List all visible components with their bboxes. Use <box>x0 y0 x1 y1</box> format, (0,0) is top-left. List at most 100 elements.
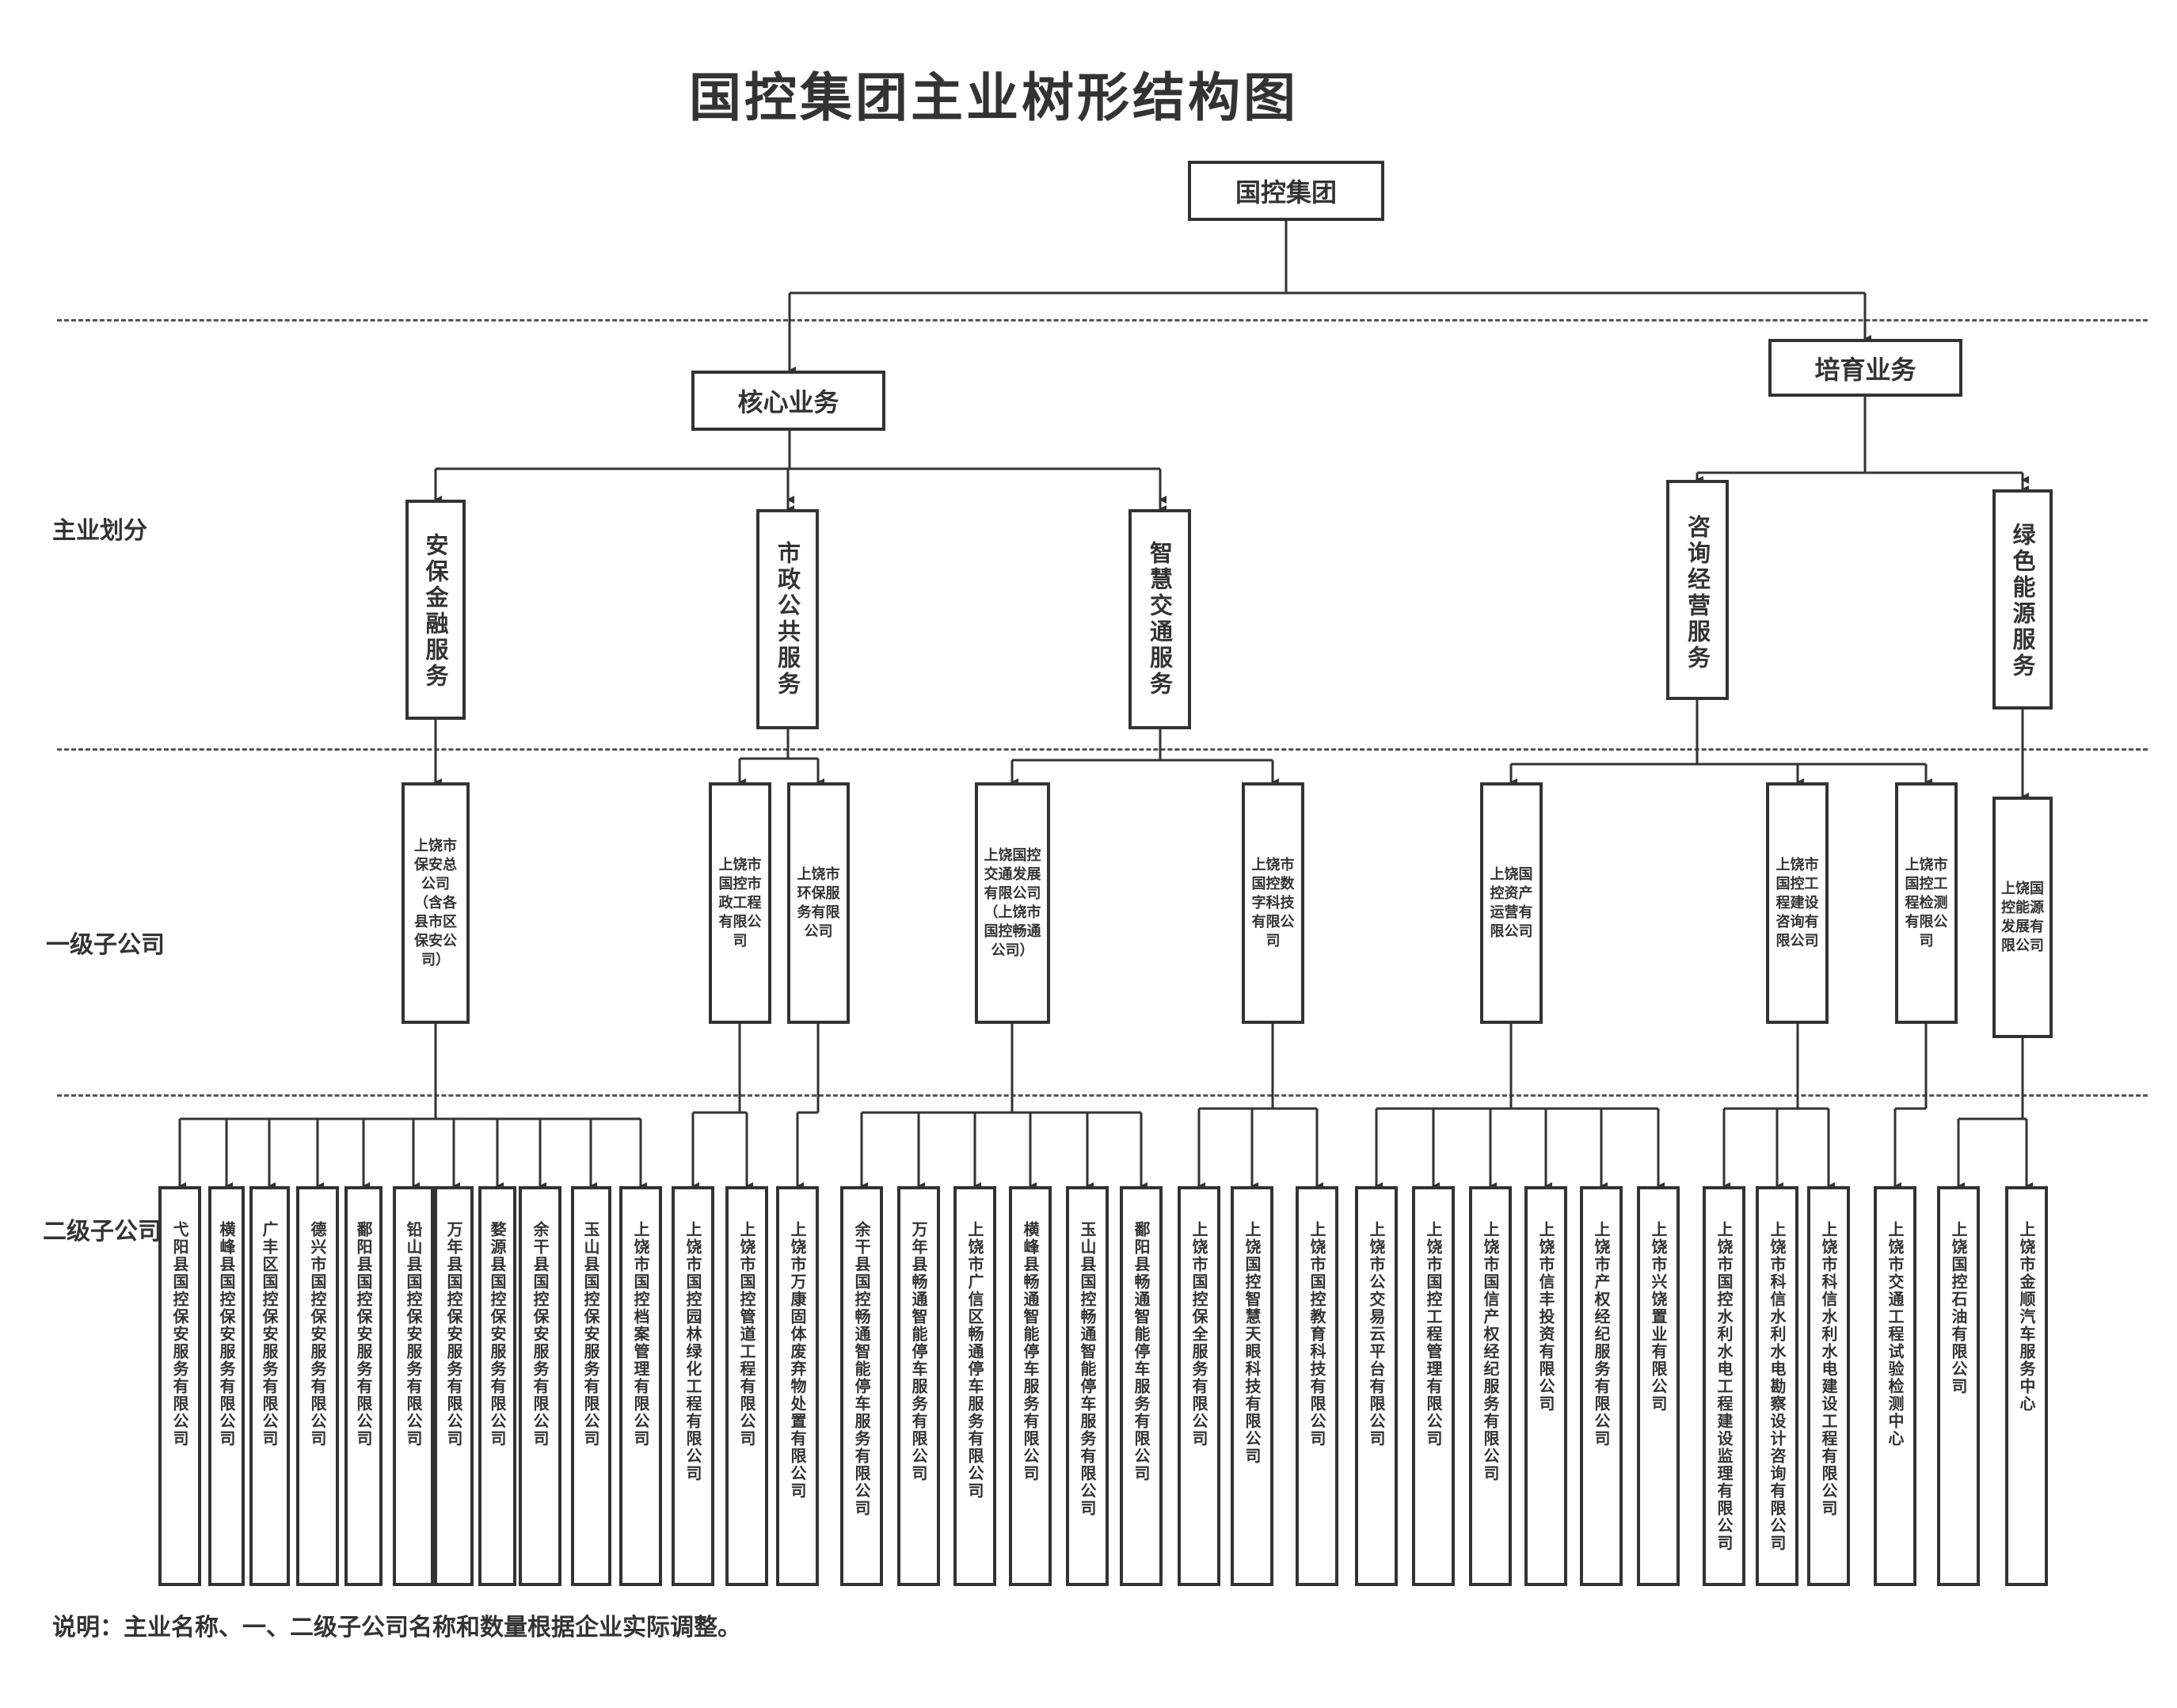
level2-company: 上饶市兴饶置业有限公司 <box>1637 1186 1680 1586</box>
company-name: 鄱阳县畅通智能停车服务有限公司 <box>1132 1221 1151 1482</box>
separator-line <box>57 319 2148 321</box>
level2-company: 上饶市交通工程试验检测中心 <box>1874 1186 1916 1586</box>
company-name: 上饶市万康固体废弃物处置有限公司 <box>788 1221 807 1500</box>
company-name: 上饶市国控档案管理有限公司 <box>631 1221 650 1447</box>
footnote: 说明：主业名称、一、二级子公司名称和数量根据企业实际调整。 <box>52 1614 741 1641</box>
level2-company: 鄱阳县畅通智能停车服务有限公司 <box>1120 1186 1163 1586</box>
company-name: 上饶市交通工程试验检测中心 <box>1886 1221 1905 1447</box>
level2-company: 上饶市国控工程管理有限公司 <box>1412 1186 1455 1586</box>
company-name: 上饶市国控教育科技有限公司 <box>1307 1221 1326 1447</box>
company-name: 德兴市国控保安服务有限公司 <box>308 1221 327 1447</box>
level2-company: 上饶市广信区畅通停车服务有限公司 <box>953 1186 996 1586</box>
level1-company: 上饶市国控工程检测有限公司 <box>1895 782 1958 1024</box>
company-name: 上饶市国控保全服务有限公司 <box>1189 1221 1208 1447</box>
level2-company: 德兴市国控保安服务有限公司 <box>296 1186 339 1586</box>
level1-company: 上饶市国控数字科技有限公司 <box>1242 782 1304 1024</box>
level2-company: 玉山县国控畅通智能停车服务有限公司 <box>1066 1186 1109 1586</box>
segment-label: 市政公共服务 <box>774 541 801 698</box>
segment-label: 咨询经营服务 <box>1684 515 1711 671</box>
level2-company: 上饶市金顺汽车服务中心 <box>2005 1186 2048 1586</box>
level2-company: 上饶市国信产权经纪服务有限公司 <box>1469 1186 1512 1586</box>
level1-company: 上饶市保安总公司（含各县市区保安公司） <box>402 782 470 1024</box>
company-name: 上饶市科信水利水电建设工程有限公司 <box>1819 1221 1838 1517</box>
level2-company: 上饶市公交易云平台有限公司 <box>1355 1186 1398 1586</box>
level2-company: 上饶市信丰投资有限公司 <box>1524 1186 1567 1586</box>
level2-company: 余干县国控保安服务有限公司 <box>519 1186 561 1586</box>
company-name: 上饶市产权经纪服务有限公司 <box>1592 1221 1611 1447</box>
company-name: 上饶市国控管道工程有限公司 <box>737 1221 756 1447</box>
segment-green-energy: 绿色能源服务 <box>1992 489 2053 709</box>
separator-line <box>57 1094 2148 1097</box>
company-name: 上饶国控石油有限公司 <box>1949 1221 1968 1395</box>
level2-company: 上饶国控石油有限公司 <box>1937 1186 1980 1586</box>
level1-company: 上饶国控交通发展有限公司（上饶市国控畅通公司） <box>975 782 1050 1024</box>
level2-company: 上饶市国控水利水电工程建设监理有限公司 <box>1703 1186 1745 1586</box>
level1-company: 上饶国控能源发展有限公司 <box>1992 797 2053 1038</box>
level2-company: 万年县畅通智能停车服务有限公司 <box>897 1186 940 1586</box>
separator-line <box>57 748 2148 751</box>
level2-company: 上饶市产权经纪服务有限公司 <box>1580 1186 1623 1586</box>
level2-company: 横峰县畅通智能停车服务有限公司 <box>1009 1186 1052 1586</box>
level2-company: 铅山县国控保安服务有限公司 <box>393 1186 434 1586</box>
company-name: 上饶国控交通发展有限公司（上饶市国控畅通公司） <box>984 846 1041 959</box>
level2-company: 玉山县国控保安服务有限公司 <box>570 1186 611 1586</box>
level1-company: 上饶市环保服务有限公司 <box>787 782 850 1024</box>
level2-company: 万年县国控保安服务有限公司 <box>434 1186 474 1586</box>
segment-label: 安保金融服务 <box>422 533 449 690</box>
segment-security-finance: 安保金融服务 <box>405 500 466 720</box>
segment-label: 智慧交通服务 <box>1146 541 1174 698</box>
company-name: 横峰县畅通智能停车服务有限公司 <box>1021 1221 1040 1482</box>
company-name: 铅山县国控保安服务有限公司 <box>404 1221 423 1447</box>
level2-company: 上饶市国控管道工程有限公司 <box>725 1186 768 1586</box>
company-name: 弋阳县国控保安服务有限公司 <box>170 1221 189 1447</box>
group-core-business: 核心业务 <box>691 371 885 431</box>
company-name: 玉山县国控保安服务有限公司 <box>581 1221 600 1447</box>
company-name: 上饶国控资产运营有限公司 <box>1490 865 1533 940</box>
level1-company: 上饶国控资产运营有限公司 <box>1480 782 1543 1024</box>
company-name: 万年县畅通智能停车服务有限公司 <box>909 1221 928 1482</box>
diagram-title: 国控集团主业树形结构图 <box>689 67 1299 128</box>
row-label-main-business: 主业划分 <box>52 517 147 545</box>
level2-company: 上饶市科信水利水电建设工程有限公司 <box>1807 1186 1850 1586</box>
company-name: 上饶市国控市政工程有限公司 <box>718 856 762 949</box>
company-name: 上饶市广信区畅通停车服务有限公司 <box>965 1221 984 1500</box>
company-name: 鄱阳县国控保安服务有限公司 <box>354 1221 373 1447</box>
company-name: 上饶国控智慧天眼科技有限公司 <box>1243 1221 1262 1465</box>
segment-municipal-public: 市政公共服务 <box>756 509 819 729</box>
company-name: 上饶市公交易云平台有限公司 <box>1367 1221 1386 1447</box>
company-name: 上饶国控能源发展有限公司 <box>2001 880 2044 954</box>
company-name: 上饶市国控水利水电工程建设监理有限公司 <box>1715 1221 1734 1552</box>
company-name: 上饶市国控工程建设咨询有限公司 <box>1775 856 1819 949</box>
segment-label: 绿色能源服务 <box>2009 523 2036 679</box>
company-name: 上饶市国控数字科技有限公司 <box>1251 856 1295 949</box>
company-name: 余干县国控畅通智能停车服务有限公司 <box>852 1221 871 1517</box>
company-name: 上饶市兴饶置业有限公司 <box>1649 1221 1668 1413</box>
company-name: 广丰区国控保安服务有限公司 <box>260 1221 279 1447</box>
row-label-level2: 二级子公司 <box>43 1218 162 1246</box>
company-name: 上饶市保安总公司（含各县市区保安公司） <box>414 837 457 968</box>
company-name: 横峰县国控保安服务有限公司 <box>217 1221 236 1447</box>
level1-company: 上饶市国控市政工程有限公司 <box>709 782 771 1024</box>
company-name: 上饶市国控工程管理有限公司 <box>1424 1221 1443 1447</box>
root-node: 国控集团 <box>1188 161 1384 221</box>
level2-company: 鄱阳县国控保安服务有限公司 <box>344 1186 382 1586</box>
level1-company: 上饶市国控工程建设咨询有限公司 <box>1766 782 1829 1024</box>
company-name: 万年县国控保安服务有限公司 <box>444 1221 463 1447</box>
company-name: 上饶市国信产权经纪服务有限公司 <box>1481 1221 1500 1482</box>
company-name: 上饶市国控工程检测有限公司 <box>1905 856 1948 949</box>
level2-company: 横峰县国控保安服务有限公司 <box>208 1186 245 1586</box>
company-name: 婺源县国控保安服务有限公司 <box>488 1221 507 1447</box>
row-label-level1: 一级子公司 <box>46 931 165 959</box>
level2-company: 上饶市万康固体废弃物处置有限公司 <box>776 1186 819 1586</box>
level2-company: 上饶市国控教育科技有限公司 <box>1296 1186 1338 1586</box>
company-name: 上饶市环保服务有限公司 <box>797 865 840 940</box>
company-name: 上饶市科信水利水电勘察设计咨询有限公司 <box>1768 1221 1787 1552</box>
segment-smart-transport: 智慧交通服务 <box>1128 509 1191 729</box>
segment-consulting: 咨询经营服务 <box>1666 480 1729 700</box>
level2-company: 上饶国控智慧天眼科技有限公司 <box>1231 1186 1273 1586</box>
company-name: 上饶市金顺汽车服务中心 <box>2017 1221 2036 1413</box>
company-name: 上饶市信丰投资有限公司 <box>1536 1221 1555 1413</box>
level2-company: 弋阳县国控保安服务有限公司 <box>158 1186 201 1586</box>
level2-company: 上饶市国控档案管理有限公司 <box>619 1186 662 1586</box>
